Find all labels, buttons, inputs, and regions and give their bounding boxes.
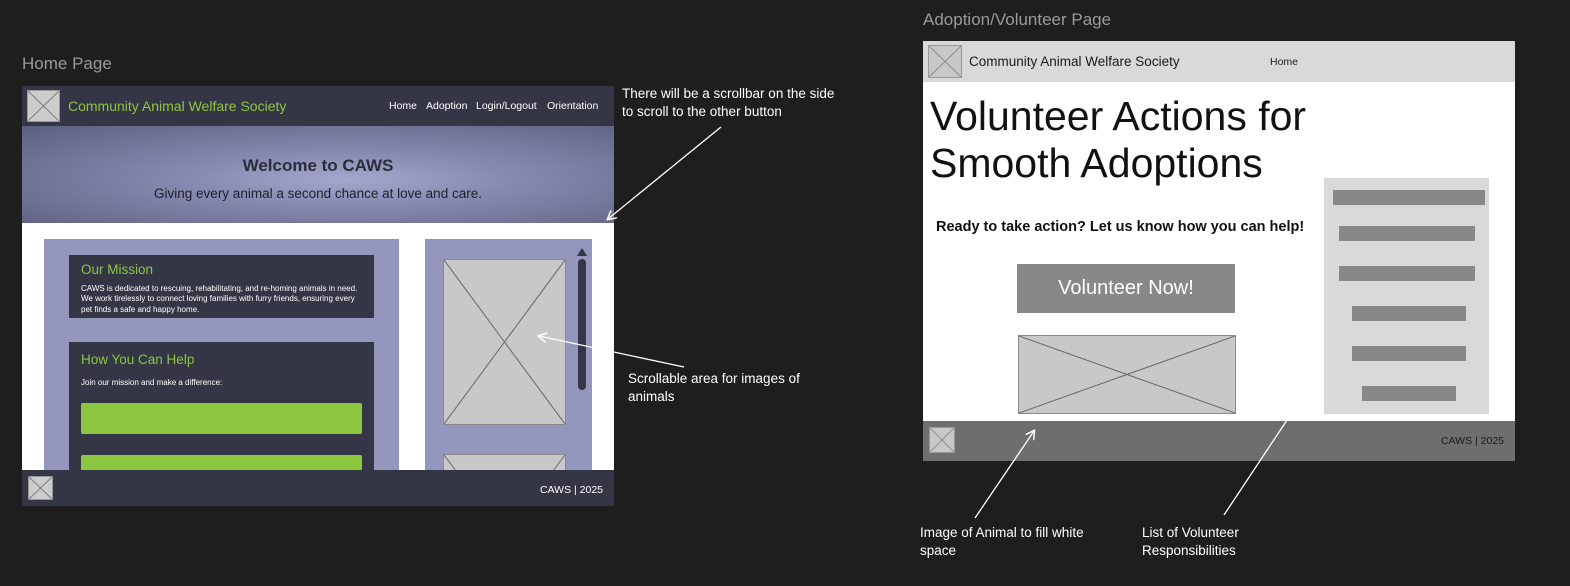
site-brand[interactable]: Community Animal Welfare Society — [969, 54, 1180, 69]
annotation-scrollable-area: Scrollable area for images of animals — [628, 371, 800, 404]
scroll-up-arrow-icon[interactable] — [577, 248, 587, 256]
arrow-icon — [608, 126, 722, 219]
home-navbar: Community Animal Welfare Society Home Ad… — [22, 86, 614, 126]
list-item — [1352, 346, 1466, 361]
call-to-action-text: Ready to take action? Let us know how yo… — [936, 219, 1305, 235]
home-page-frame: Community Animal Welfare Society Home Ad… — [22, 86, 614, 506]
list-item — [1333, 190, 1485, 205]
nav-link-orientation[interactable]: Orientation — [547, 100, 599, 112]
annotation-scrollbar: There will be a scrollbar on the side to… — [622, 86, 835, 119]
site-brand[interactable]: Community Animal Welfare Society — [68, 98, 287, 114]
animal-image-placeholder-icon — [443, 259, 566, 425]
mission-text: CAWS is dedicated to rescuing, rehabilit… — [81, 284, 358, 314]
home-footer: CAWS | 2025 — [22, 470, 614, 506]
adoption-footer: CAWS | 2025 — [923, 421, 1515, 461]
annotation-animal-image: Image of Animal to fill white space — [920, 525, 1084, 558]
animal-image-placeholder-icon — [1018, 335, 1236, 414]
list-item — [1339, 266, 1475, 281]
volunteer-responsibilities-list — [1324, 178, 1489, 414]
volunteer-now-button[interactable]: Volunteer Now! — [1017, 264, 1235, 313]
gallery-scrollbar[interactable] — [578, 259, 586, 390]
logo-placeholder-icon[interactable] — [27, 90, 60, 122]
footer-copyright: CAWS | 2025 — [539, 484, 603, 496]
nav-link-home[interactable]: Home — [1270, 56, 1299, 68]
nav-link-adoption[interactable]: Adoption — [426, 100, 468, 112]
footer-logo-placeholder-icon — [929, 427, 955, 453]
hero-banner: Welcome to CAWS Giving every animal a se… — [22, 126, 614, 223]
help-text: Join our mission and make a difference: — [81, 378, 223, 387]
hero-title: Welcome to CAWS — [242, 156, 394, 175]
footer-copyright: CAWS | 2025 — [1440, 435, 1504, 447]
hero-subtitle: Giving every animal a second chance at l… — [154, 186, 482, 201]
home-frame-label: Home Page — [22, 54, 112, 73]
footer-logo-placeholder-icon — [28, 476, 53, 500]
list-item — [1339, 226, 1475, 241]
mission-card: Our Mission CAWS is dedicated to rescuin… — [69, 255, 374, 318]
nav-link-login-logout[interactable]: Login/Logout — [476, 100, 537, 112]
logo-placeholder-icon[interactable] — [928, 45, 962, 78]
annotation-volunteer-list: List of Volunteer Responsibilities — [1142, 525, 1239, 558]
mission-title: Our Mission — [81, 262, 154, 277]
help-action-button[interactable] — [81, 403, 362, 434]
adoption-frame-label: Adoption/Volunteer Page — [923, 10, 1112, 29]
help-title: How You Can Help — [81, 352, 195, 367]
animal-gallery-scroll-area[interactable] — [425, 239, 592, 479]
adoption-page-frame: Community Animal Welfare Society Home Vo… — [923, 41, 1515, 461]
adoption-navbar: Community Animal Welfare Society Home — [923, 41, 1515, 82]
page-heading: Volunteer Actions for Smooth Adoptions — [930, 93, 1307, 186]
mission-column: Our Mission CAWS is dedicated to rescuin… — [44, 239, 399, 492]
list-item — [1352, 306, 1466, 321]
list-item — [1362, 386, 1456, 401]
nav-link-home[interactable]: Home — [389, 100, 418, 112]
